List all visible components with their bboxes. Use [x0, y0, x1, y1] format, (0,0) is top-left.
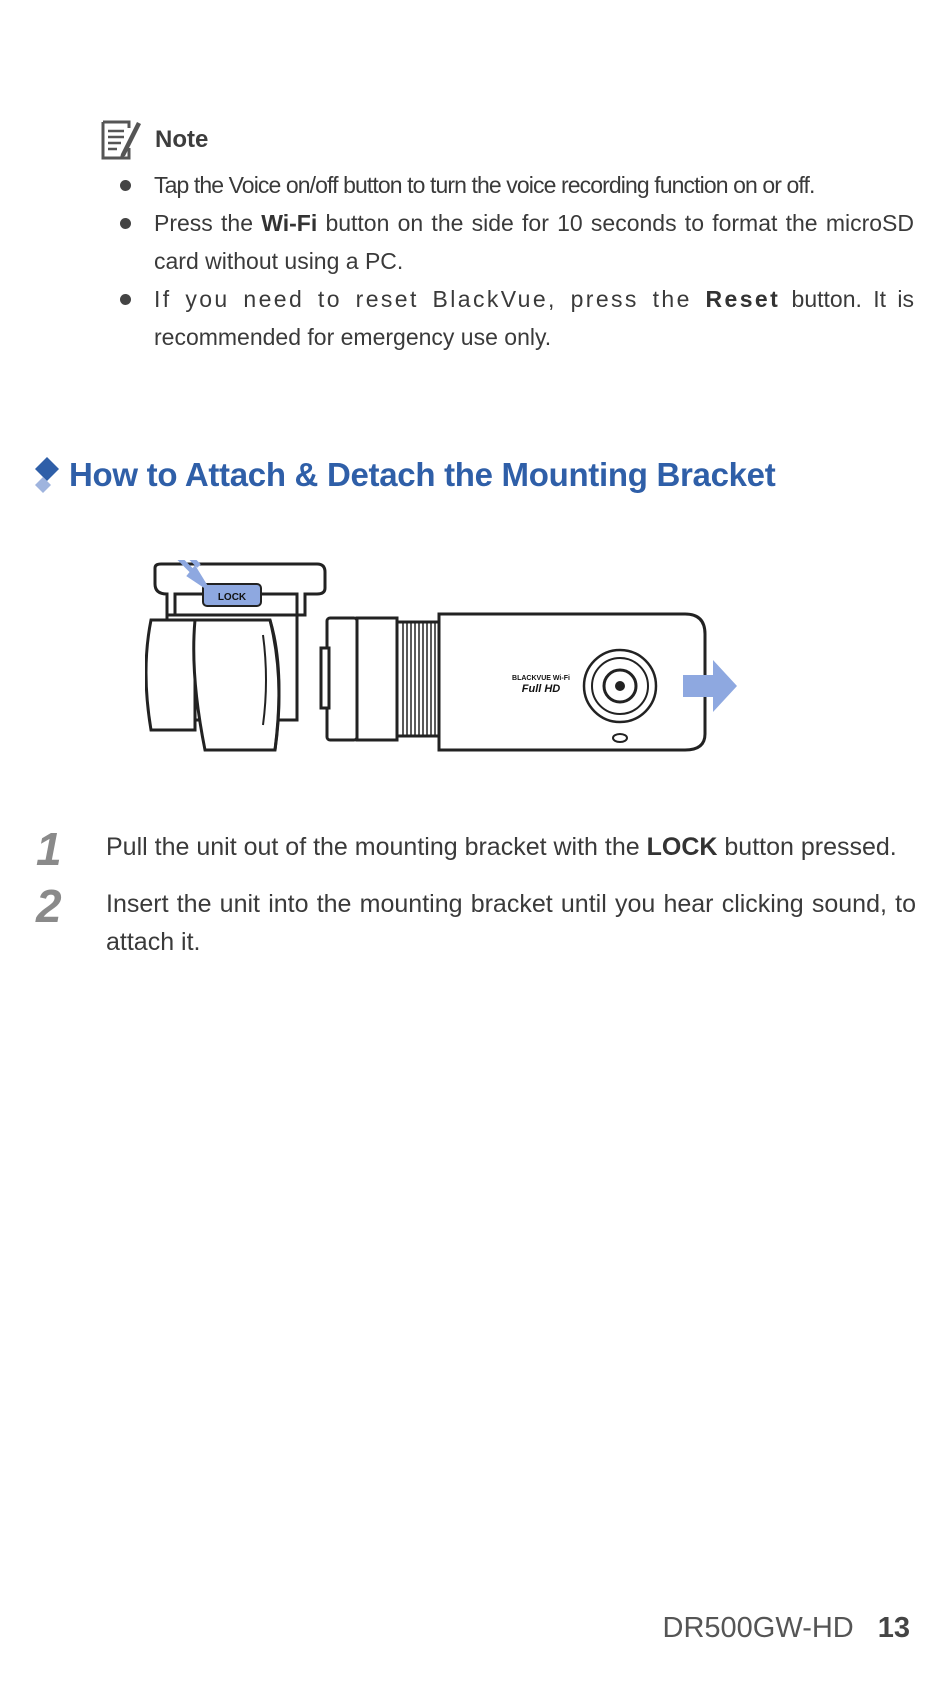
arrow-right-icon: [683, 660, 737, 712]
page-number: 13: [877, 1612, 910, 1644]
section-heading: How to Attach & Detach the Mounting Brac…: [33, 455, 776, 495]
dashcam-bracket-illustration: LOCK BLACKVUE Wi-Fi Full HD: [145, 560, 737, 752]
note-item: Press the Wi-Fi button on the side for 1…: [118, 204, 914, 280]
bullet-icon: [120, 180, 131, 191]
reset-button-name: Reset: [705, 286, 781, 312]
step-text-part: Pull the unit out of the mounting bracke…: [106, 833, 647, 861]
note-list: Tap the Voice on/off button to turn the …: [118, 166, 914, 356]
lock-label: LOCK: [218, 592, 247, 603]
note-item-text: button on the side for 10 seconds to for…: [154, 210, 914, 274]
model-name: DR500GW-HD: [662, 1612, 854, 1644]
step-text: Pull the unit out of the mounting bracke…: [106, 828, 916, 866]
note-header: Note: [99, 118, 208, 162]
note-item-text: If you need to reset BlackVue, press the: [154, 286, 706, 312]
note-item: If you need to reset BlackVue, press the…: [118, 280, 914, 356]
note-item-text: button. It is recommended for emergency …: [154, 286, 914, 350]
diamond-icon: [35, 457, 59, 493]
bullet-icon: [120, 218, 131, 229]
note-item: Tap the Voice on/off button to turn the …: [118, 166, 914, 204]
step-text-part: button pressed.: [717, 833, 897, 861]
note-item-text: Tap the Voice on/off button to turn the …: [154, 172, 815, 198]
lock-button: [202, 583, 262, 607]
page-footer: DR500GW-HD 13: [663, 1612, 910, 1645]
bullet-icon: [120, 294, 131, 305]
lock-button-name: LOCK: [646, 833, 718, 861]
note-icon: [101, 120, 141, 160]
step-number: 1: [36, 823, 62, 875]
brand-sub-label: Full HD: [522, 683, 561, 695]
brand-label: BLACKVUE Wi-Fi: [512, 675, 570, 682]
step-text: Insert the unit into the mounting bracke…: [106, 890, 916, 956]
step-number: 2: [36, 880, 62, 932]
note-item-text: Press the: [154, 210, 262, 236]
note-title: Note: [155, 126, 209, 153]
section-title: How to Attach & Detach the Mounting Brac…: [69, 456, 776, 493]
wifi-button-name: Wi-Fi: [261, 210, 318, 236]
press-arrow-icon: [177, 560, 212, 593]
